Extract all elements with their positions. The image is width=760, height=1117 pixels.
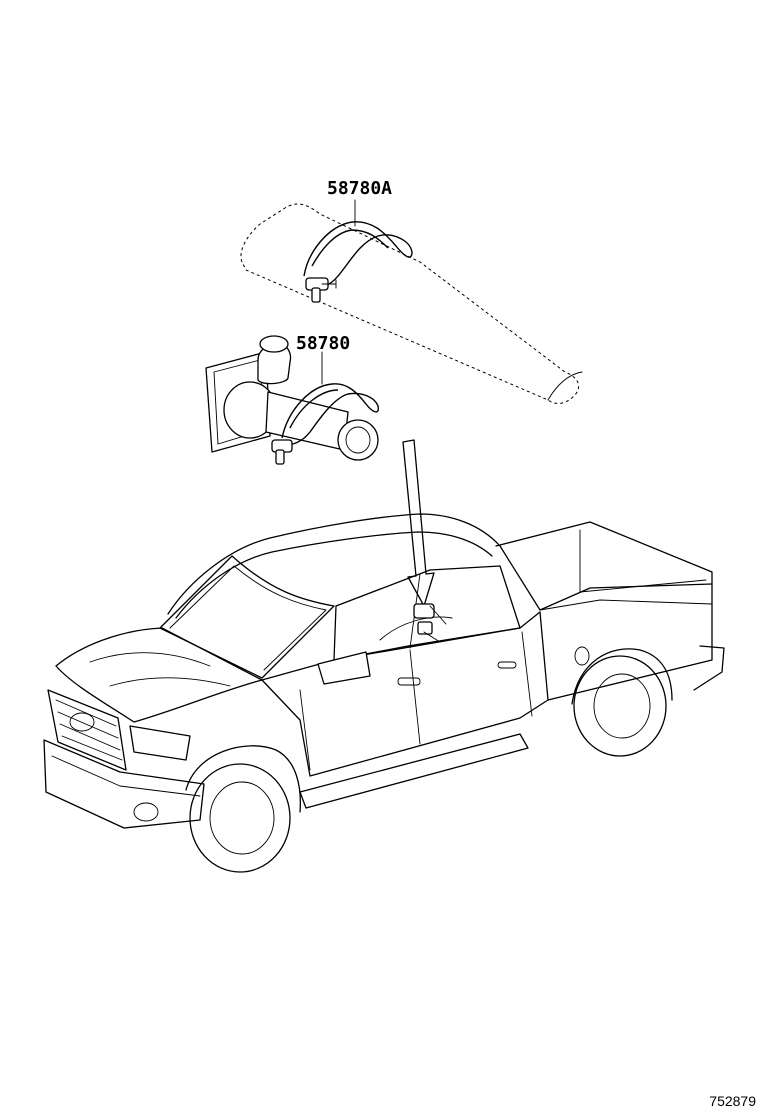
vehicle-illustration — [43, 513, 725, 873]
harness-58780A — [303, 221, 413, 289]
part-label-58780: 58780 — [296, 333, 350, 354]
shift-cover-outline — [240, 203, 580, 404]
part-58780-illustration — [205, 335, 380, 465]
harness-58780 — [281, 383, 380, 446]
diagram-reference-number: 752879 — [709, 1093, 756, 1109]
part-label-58780A: 58780A — [327, 178, 392, 199]
part-58780A-illustration — [240, 203, 583, 404]
location-arrow — [402, 439, 435, 607]
switch-location-marker — [379, 603, 453, 643]
